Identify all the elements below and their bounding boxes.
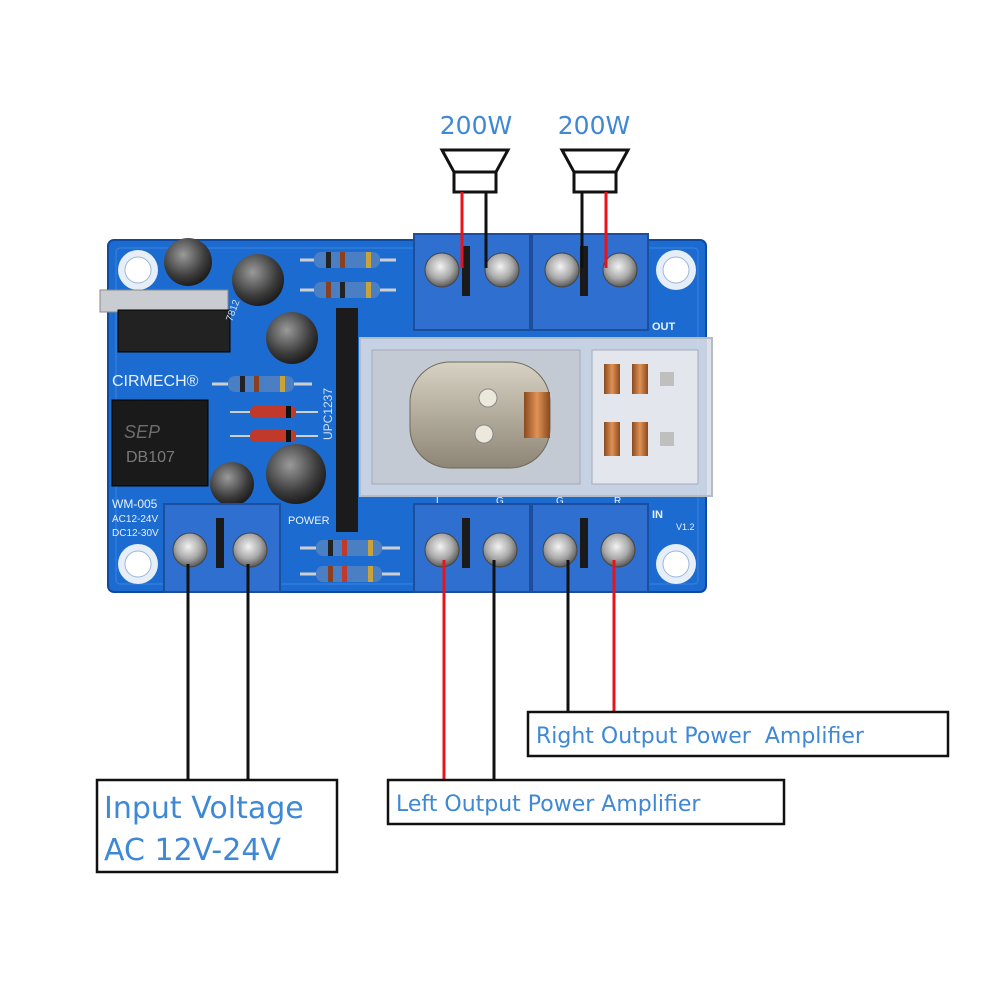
speaker-wires	[460, 192, 608, 268]
ic-chip: UPC1237	[321, 308, 358, 532]
left-output-box	[386, 778, 786, 826]
capacitors	[164, 238, 326, 506]
input-terminal-block	[413, 503, 649, 593]
right-output-label: Right Output Power Amplifier	[536, 724, 865, 749]
bridge-label: DB107	[126, 449, 175, 466]
input-voltage-line1: Input Voltage	[104, 791, 304, 826]
mounting-holes	[118, 250, 696, 584]
terminal-letter-g2: G	[556, 496, 564, 507]
speaker-left-icon	[439, 148, 511, 194]
out-label: OUT	[652, 321, 676, 333]
terminal-letter-g1: G	[496, 496, 504, 507]
input-voltage-box	[95, 778, 339, 874]
power-label: POWER	[288, 515, 330, 527]
speaker-right-icon	[559, 148, 631, 194]
bridge-rectifier: SEP DB107	[111, 399, 209, 487]
output-terminal-block	[413, 233, 649, 331]
signal-wires	[186, 560, 616, 780]
ic-label: UPC1237	[321, 388, 335, 440]
speaker-right-power: 200W	[558, 111, 630, 140]
version-label: V1.2	[676, 522, 695, 532]
speaker-left-power: 200W	[440, 111, 512, 140]
terminal-letter-l: L	[436, 496, 442, 507]
spec-ac-label: AC12-24V	[112, 514, 158, 525]
relay	[359, 337, 713, 497]
input-voltage-line2: AC 12V-24V	[104, 833, 281, 868]
terminal-letter-r: R	[614, 496, 621, 507]
power-terminal-block	[163, 503, 281, 593]
terminal-letters: L G G R	[436, 496, 621, 507]
right-output-box	[526, 710, 950, 758]
left-output-label: Left Output Power Amplifier	[396, 792, 701, 817]
brand-label: CIRMECH®	[112, 373, 199, 390]
model-label: WM-005	[112, 497, 158, 511]
spec-dc-label: DC12-30V	[112, 528, 159, 539]
in-label: IN	[652, 509, 663, 521]
resistors	[212, 252, 400, 582]
voltage-regulator: 7812	[99, 289, 243, 353]
bridge-brand: SEP	[124, 422, 160, 442]
